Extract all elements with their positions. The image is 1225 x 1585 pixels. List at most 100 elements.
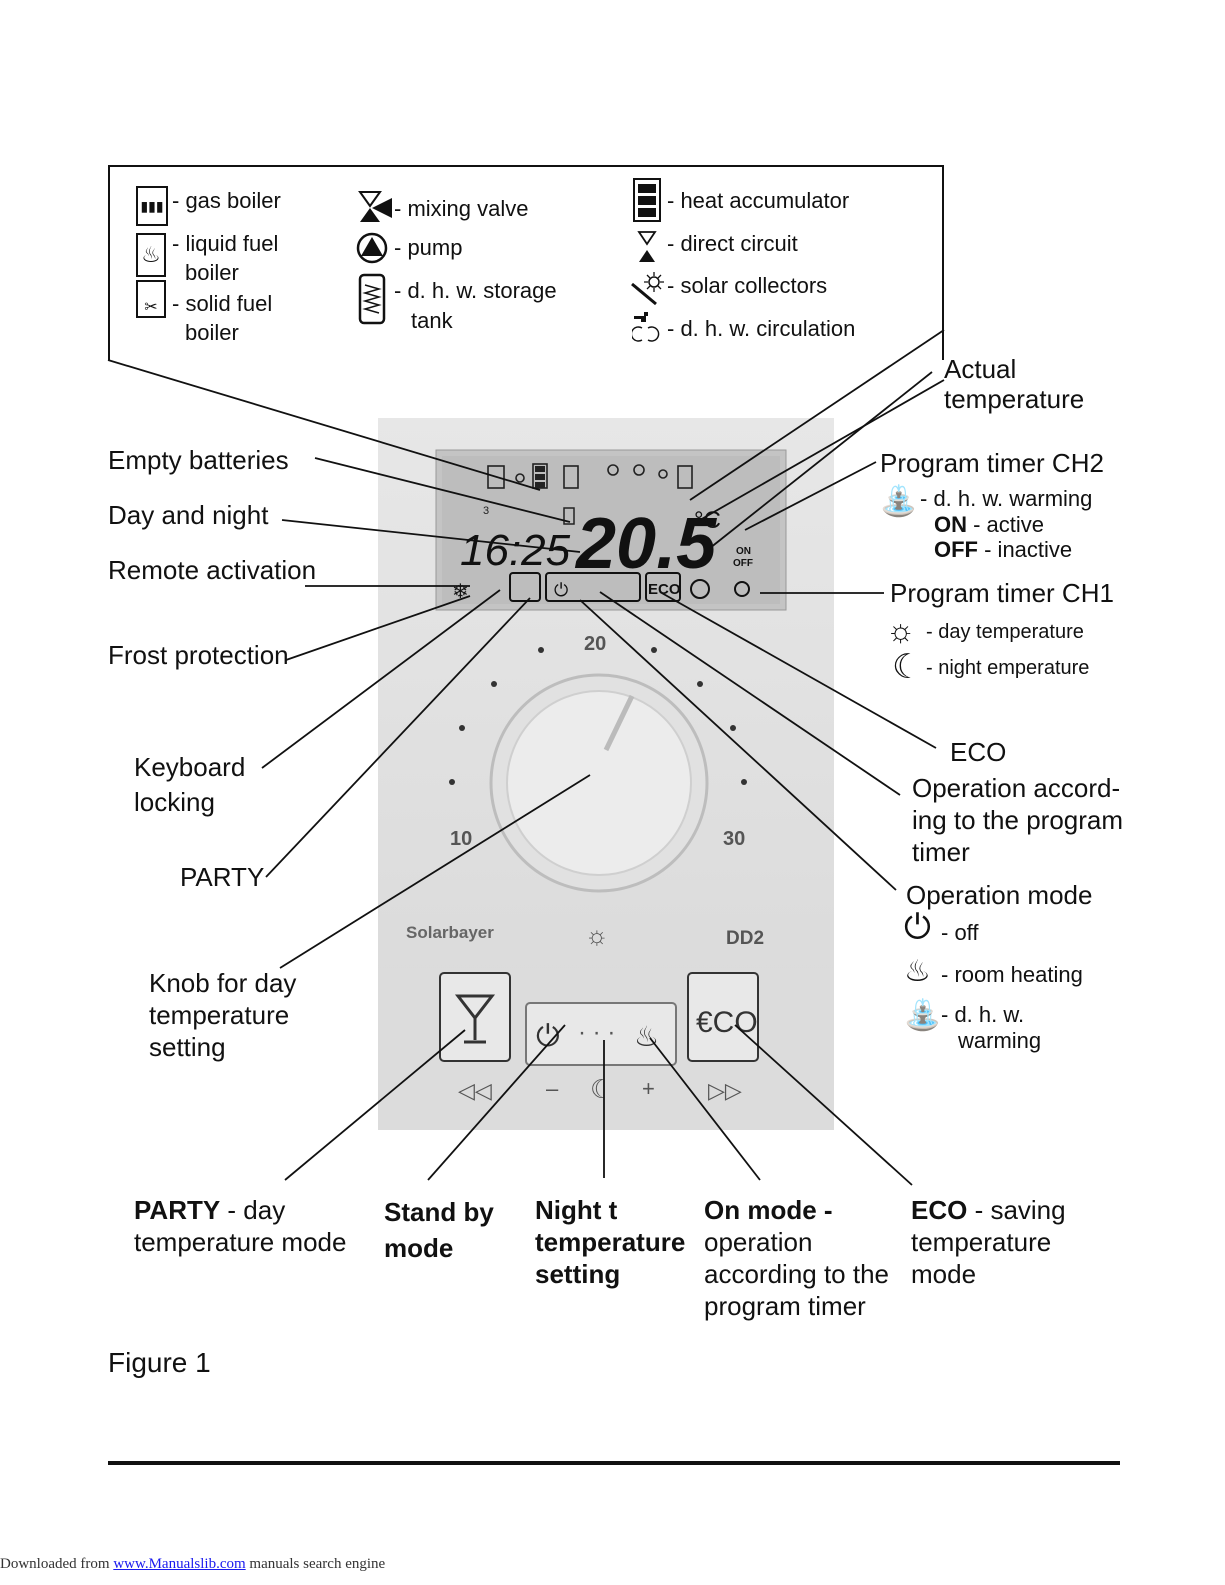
- lcd-time: 16:25: [460, 526, 571, 575]
- legend-dhw-storage: - d. h. w. storage: [394, 278, 557, 303]
- label-remote-activation: Remote activation: [108, 555, 317, 585]
- legend-direct-circuit: - direct circuit: [667, 231, 798, 256]
- model-name: DD2: [726, 928, 764, 949]
- thermostat-graphic: 3 16:25 20.5 °C ON OFF ECO ❄ ⏻ 20 10 30 …: [378, 449, 834, 1130]
- label-op-mode: Operation mode: [906, 880, 1093, 910]
- svg-text:▷▷: ▷▷: [708, 1078, 742, 1103]
- svg-text:ECO: ECO: [648, 581, 681, 598]
- plus-sign: +: [642, 1076, 655, 1101]
- svg-text:· · ·: · · ·: [578, 1019, 615, 1046]
- footer-suffix: manuals search engine: [245, 1556, 386, 1572]
- label-ch1-title: Program timer CH1: [890, 578, 1114, 608]
- label-eco-2: temperature: [911, 1227, 1052, 1257]
- dhw-storage-tank-icon: [358, 273, 386, 325]
- label-keyboard-locking-2: locking: [134, 787, 215, 817]
- label-on-3: according to the: [704, 1259, 890, 1289]
- legend-dhw-storage-2: tank: [411, 308, 453, 333]
- dial-30: 30: [723, 828, 745, 850]
- label-op-off: - off: [941, 920, 979, 945]
- legend-solar-collectors: - solar collectors: [667, 273, 828, 298]
- label-on-rest: -: [816, 1195, 833, 1225]
- lcd-temperature: 20.5: [574, 504, 717, 584]
- sun-icon: ☼: [886, 612, 916, 648]
- label-eco-rest: - saving: [967, 1195, 1066, 1225]
- label-night-3: setting: [535, 1259, 621, 1289]
- eco-button-label: €CO: [696, 1006, 758, 1039]
- label-on-4: program timer: [704, 1291, 866, 1321]
- bottom-rule: [108, 1461, 1120, 1465]
- label-actual-2: temperature: [944, 384, 1085, 414]
- liquid-fuel-boiler-icon: ♨: [136, 233, 166, 277]
- label-party-2: temperature mode: [134, 1227, 347, 1257]
- moon-icon: ☾: [892, 648, 923, 686]
- dial-10: 10: [450, 828, 472, 850]
- label-op-room: - room heating: [941, 962, 1083, 987]
- label-party: PARTY: [180, 862, 265, 892]
- legend-pump: - pump: [394, 235, 463, 260]
- label-op-dhw-1: - d. h. w.: [941, 1002, 1025, 1027]
- svg-text:3: 3: [483, 505, 489, 517]
- svg-text:⏻: ⏻: [554, 580, 568, 600]
- label-night-2: temperature: [535, 1227, 686, 1257]
- label-knob-2: temperature: [149, 1000, 290, 1030]
- label-eco: ECO: [950, 737, 1007, 767]
- label-empty-batteries: Empty batteries: [108, 445, 289, 475]
- dhw-circulation-icon: [632, 312, 660, 342]
- label-ch1-night: - night emperature: [926, 657, 1090, 679]
- label-ch2-on-text: - active: [967, 512, 1045, 537]
- minus-sign: –: [546, 1076, 559, 1101]
- svg-text:⏻: ⏻: [536, 1020, 560, 1053]
- legend-heat-accumulator: - heat accumulator: [667, 188, 850, 213]
- label-op-timer-1: Operation accord-: [912, 773, 1121, 803]
- label-op-timer-2: ing to the program: [912, 805, 1124, 835]
- label-ch2-dhw: - d. h. w. warming: [920, 486, 1093, 511]
- label-standby-2: mode: [384, 1233, 454, 1263]
- solid-fuel-boiler-icon: ✂: [136, 280, 166, 318]
- lcd-off: OFF: [733, 558, 753, 569]
- label-standby-1: Stand by: [384, 1197, 494, 1227]
- heating-icon: ♨: [904, 955, 931, 988]
- footer-link[interactable]: www.Manualslib.com: [113, 1556, 246, 1572]
- svg-text:☾: ☾: [590, 1074, 613, 1104]
- label-night-1: Night t: [535, 1195, 618, 1225]
- brand-name: Solarbayer: [406, 923, 494, 942]
- solar-collectors-icon: [631, 272, 664, 306]
- label-actual-1: Actual: [944, 354, 1017, 384]
- tap-warming-icon: ⛲: [904, 999, 942, 1032]
- legend-dhw-circulation: - d. h. w. circulation: [667, 316, 856, 341]
- lcd-on: ON: [736, 546, 751, 557]
- label-ch2-on: ON: [934, 512, 967, 537]
- svg-text:◁◁: ◁◁: [458, 1078, 492, 1103]
- legend-box: [108, 165, 944, 360]
- label-frost-protection: Frost protection: [108, 640, 289, 670]
- pump-icon: [356, 232, 388, 264]
- label-knob-3: setting: [149, 1032, 226, 1062]
- label-party-rest: - day: [220, 1195, 286, 1225]
- label-on-bold: On mode: [704, 1195, 817, 1225]
- power-icon: ⏻: [904, 908, 931, 946]
- label-op-dhw-2: warming: [958, 1028, 1042, 1053]
- legend-liquid-fuel-2: boiler: [185, 260, 239, 285]
- legend-solid-fuel: - solid fuel: [172, 291, 273, 316]
- svg-text:♨: ♨: [634, 1021, 659, 1052]
- label-op-timer-3: timer: [912, 837, 970, 867]
- heat-accumulator-icon: [633, 178, 661, 222]
- mixing-valve-icon: [358, 191, 392, 222]
- label-ch2-title: Program timer CH2: [880, 448, 1104, 478]
- label-knob-1: Knob for day: [149, 968, 297, 998]
- label-ch1-day: - day temperature: [926, 621, 1084, 643]
- legend-mixing-valve: - mixing valve: [394, 196, 529, 221]
- label-day-night: Day and night: [108, 500, 269, 530]
- label-ch2-off-text: - inactive: [978, 537, 1073, 562]
- label-on-2: operation: [704, 1227, 813, 1257]
- legend-solid-fuel-2: boiler: [185, 320, 239, 345]
- dial-20: 20: [584, 633, 606, 655]
- label-eco-bold: ECO: [911, 1195, 968, 1225]
- label-eco-3: mode: [911, 1259, 977, 1289]
- tap-icon: ⛲: [880, 485, 918, 518]
- label-keyboard-locking-1: Keyboard: [134, 752, 246, 782]
- svg-text:☼: ☼: [585, 920, 609, 950]
- direct-circuit-icon: [637, 231, 657, 262]
- legend-gas-boiler: - gas boiler: [172, 188, 281, 213]
